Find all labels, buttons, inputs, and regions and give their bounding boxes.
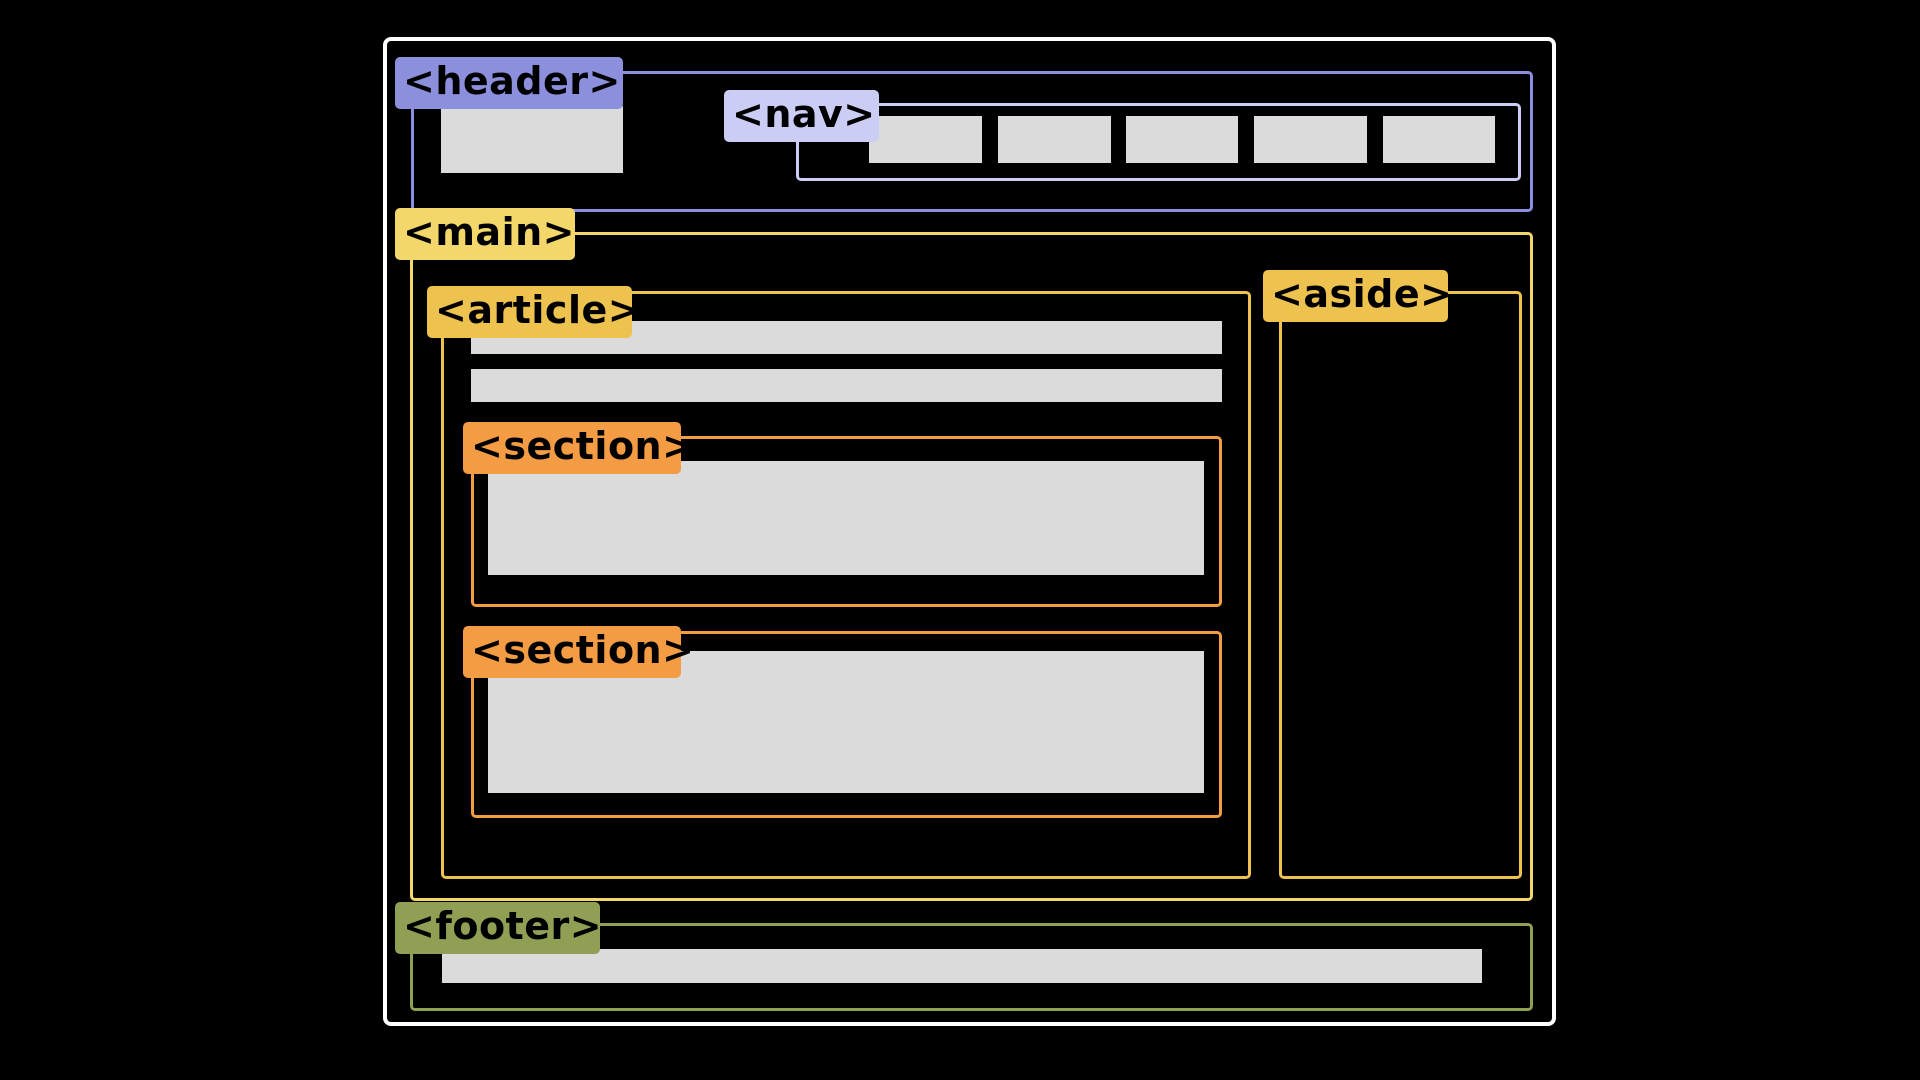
nav-item-placeholder (1126, 116, 1238, 163)
header-region (411, 71, 1533, 212)
section-tag: <section> (463, 422, 694, 474)
nav-item-placeholder (1383, 116, 1495, 163)
main-region (410, 232, 1533, 901)
article-text-line-placeholder (471, 369, 1222, 402)
nav-item-placeholder (998, 116, 1111, 163)
page-outline (383, 37, 1556, 1026)
section-region (471, 436, 1222, 607)
aside-region (1279, 291, 1522, 879)
article-tag: <article> (427, 286, 640, 338)
section-content-placeholder (488, 461, 1204, 575)
section-tag: <section> (463, 626, 694, 678)
nav-item-placeholder (1254, 116, 1367, 163)
footer-tag: <footer> (395, 902, 602, 954)
nav-tag: <nav> (724, 90, 879, 142)
header-tag: <header> (395, 57, 623, 109)
header-logo-placeholder (441, 106, 623, 173)
nav-item-placeholder (869, 116, 982, 163)
aside-tag: <aside> (1263, 270, 1452, 322)
section-region (471, 631, 1222, 818)
footer-region (410, 923, 1533, 1011)
nav-region (796, 103, 1521, 181)
footer-content-placeholder (442, 949, 1482, 983)
article-region (441, 291, 1251, 879)
main-tag: <main> (395, 208, 575, 260)
